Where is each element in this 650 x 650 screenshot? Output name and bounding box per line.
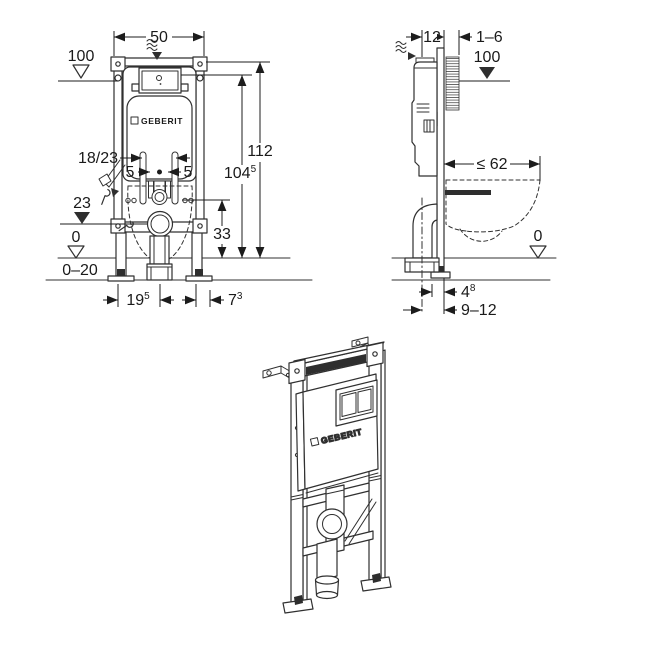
dim-level-0-front: 0 [72,229,81,246]
dim-foot-offset: 195 [126,291,150,309]
side-cistern [411,57,438,177]
side-view: 12 1–6 100 ≤ 62 0 48 9–12 [391,29,557,319]
dim-bolt-spacing: 18/23 [78,150,118,167]
side-mounting-bar [445,190,491,195]
front-bracket [98,159,126,197]
dim-level-23: 23 [73,195,91,212]
iso-outlet-collar [314,575,340,600]
iso-view: GEBERIT [262,336,392,614]
side-wall-lining [445,56,460,111]
dim-pan-depth: ≤ 62 [476,156,507,173]
level-marker-100-side: 100 [474,49,501,79]
dim-height-104: 1045 [224,164,257,182]
side-pan-dashed-outline [445,179,541,242]
water-supply-icon [395,41,416,60]
dim-outlet-48: 48 [461,283,476,301]
side-drain-bend [404,197,440,315]
dim-floor-buildup: 0–20 [62,262,98,279]
dim-height-33: 33 [213,226,231,243]
front-dimensions: 100 23 0 50 18/23 5 5 112 1045 33 0–20 1… [58,29,273,309]
iso-feet [282,573,392,614]
level-marker-100-front: 100 [68,48,95,79]
dim-wall-lining: 1–6 [476,29,503,46]
dim-level-100-front: 100 [68,48,95,65]
geberit-logo-front: GEBERIT [130,116,183,126]
dim-leg-offset: 73 [228,291,243,309]
front-floor-lines [45,257,313,281]
dim-rod-right: 5 [184,164,193,181]
front-view: GEBERIT [45,29,313,309]
dim-level-100-side: 100 [474,49,501,66]
iso-top-crossbar [288,341,385,385]
level-marker-23: 23 [73,195,91,224]
iso-drain-elbow [316,508,348,582]
dim-rod-left: 5 [126,164,135,181]
level-marker-0-front: 0 [67,229,85,259]
water-supply-icon [146,39,162,60]
front-drain [146,210,174,281]
front-fixings [125,151,194,205]
wrench-icon [101,188,111,205]
dim-outlet-range: 9–12 [461,302,497,319]
dim-frame-depth: 12 [423,29,441,46]
front-pan-dashed-outline [127,185,193,264]
iso-flush-plate [335,379,378,427]
dim-height-112: 112 [247,143,273,160]
dim-frame-width: 50 [150,29,168,46]
geberit-logo-front-text: GEBERIT [141,116,183,126]
wrench-icon [118,221,134,232]
dim-level-0-side: 0 [534,228,543,245]
level-marker-0-side: 0 [529,228,547,259]
side-dimensions: 12 1–6 100 ≤ 62 0 48 9–12 [403,29,547,319]
